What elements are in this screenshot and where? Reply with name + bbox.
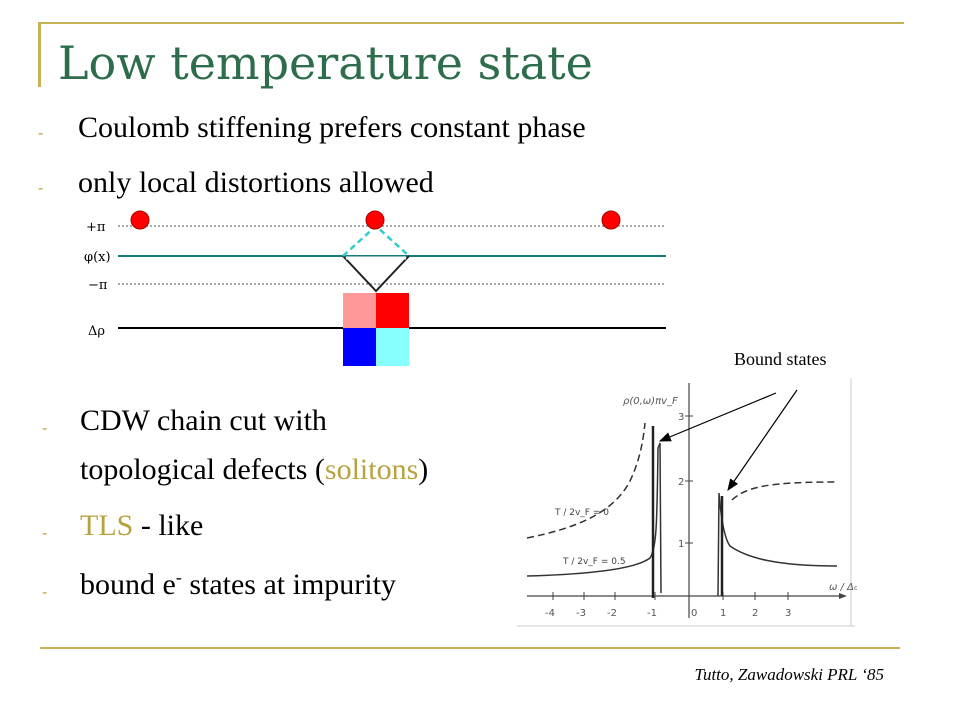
x-tick-label: 0 (691, 608, 697, 619)
bullet-dash: - (42, 420, 48, 437)
bullet-text: states at impurity (181, 568, 396, 601)
x-tick-label: 2 (752, 608, 758, 619)
x-axis-label: ω / Δ₀ (829, 582, 857, 593)
minus-pi-label: −π (88, 278, 108, 293)
solitons-highlight: solitons (324, 453, 419, 486)
arrow-to-right-peak (727, 389, 798, 491)
left-decorative-line (38, 22, 41, 87)
y-tick-label: 1 (678, 539, 684, 550)
plus-pi-label: +π (86, 220, 106, 235)
phi-label: φ(x) (84, 250, 111, 265)
red-dot (130, 210, 150, 230)
soliton-kink (342, 255, 410, 293)
x-tick-label: 3 (785, 608, 791, 619)
x-tick-label: -3 (576, 608, 586, 619)
bullet-coulomb: Coulomb stiffening prefers constant phas… (78, 111, 586, 144)
curve-label-t05: T / 2v_F = 0.5 (562, 557, 626, 567)
x-tick-label: -2 (607, 608, 617, 619)
bound-states-label: Bound states (734, 349, 827, 369)
superscript-minus: - (175, 567, 182, 587)
bullet-dash: - (38, 125, 44, 142)
bullet-text: topological defects ( (80, 453, 325, 486)
curve-label-t0: T / 2v_F = 0 (554, 508, 609, 518)
y-tick-label: 2 (678, 477, 684, 488)
y-tick-label: 3 (678, 412, 684, 423)
phase-diagram: +π φ(x) −π Δρ (84, 210, 666, 366)
bottom-decorative-line (40, 647, 900, 649)
bullet-text: ) (418, 453, 429, 486)
x-tick-label: 1 (720, 608, 726, 619)
bullet-cdw-chain-line1: CDW chain cut with (80, 404, 327, 437)
bullet-dash: - (42, 525, 48, 542)
bullet-dash: - (38, 180, 44, 197)
x-tick-label: -4 (545, 608, 555, 619)
curve-t05-left (526, 442, 662, 594)
bullet-bound-states: bound e- states at impurity (80, 567, 396, 603)
bullet-text: bound e (80, 568, 176, 601)
x-tick-label: -1 (647, 608, 657, 619)
red-dot (601, 210, 621, 230)
bullet-local-distortions: only local distortions allowed (78, 166, 434, 199)
bullet-text: - like (133, 509, 204, 542)
tls-highlight: TLS (80, 509, 134, 542)
charge-square-bottom-left (343, 328, 376, 366)
charge-square-bottom-right (376, 328, 409, 366)
top-decorative-line (38, 22, 904, 24)
curve-t0-right (731, 481, 838, 501)
bullet-cdw-chain-line2: topological defects (solitons) (80, 452, 428, 488)
density-of-states-plot: -4 -3 -2 -1 0 1 2 3 ω / Δ₀ 1 2 3 ρ(0,ω)π… (517, 378, 857, 627)
slide-title: Low temperature state (58, 36, 593, 90)
charge-square-top-left (343, 293, 376, 328)
red-dot (365, 210, 385, 230)
arrow-to-left-peak (658, 392, 777, 442)
curve-t0-left (526, 422, 646, 539)
charge-square-top-right (376, 293, 409, 328)
citation: Tutto, Zawadowski PRL ‘85 (694, 665, 884, 684)
curve-t05-right (717, 492, 838, 597)
x-axis-arrow (839, 593, 847, 599)
y-axis-label: ρ(0,ω)πv_F (623, 396, 678, 407)
delta-rho-label: Δρ (88, 324, 105, 339)
bullet-dash: - (42, 584, 48, 601)
bullet-tls: TLS - like (80, 508, 203, 544)
